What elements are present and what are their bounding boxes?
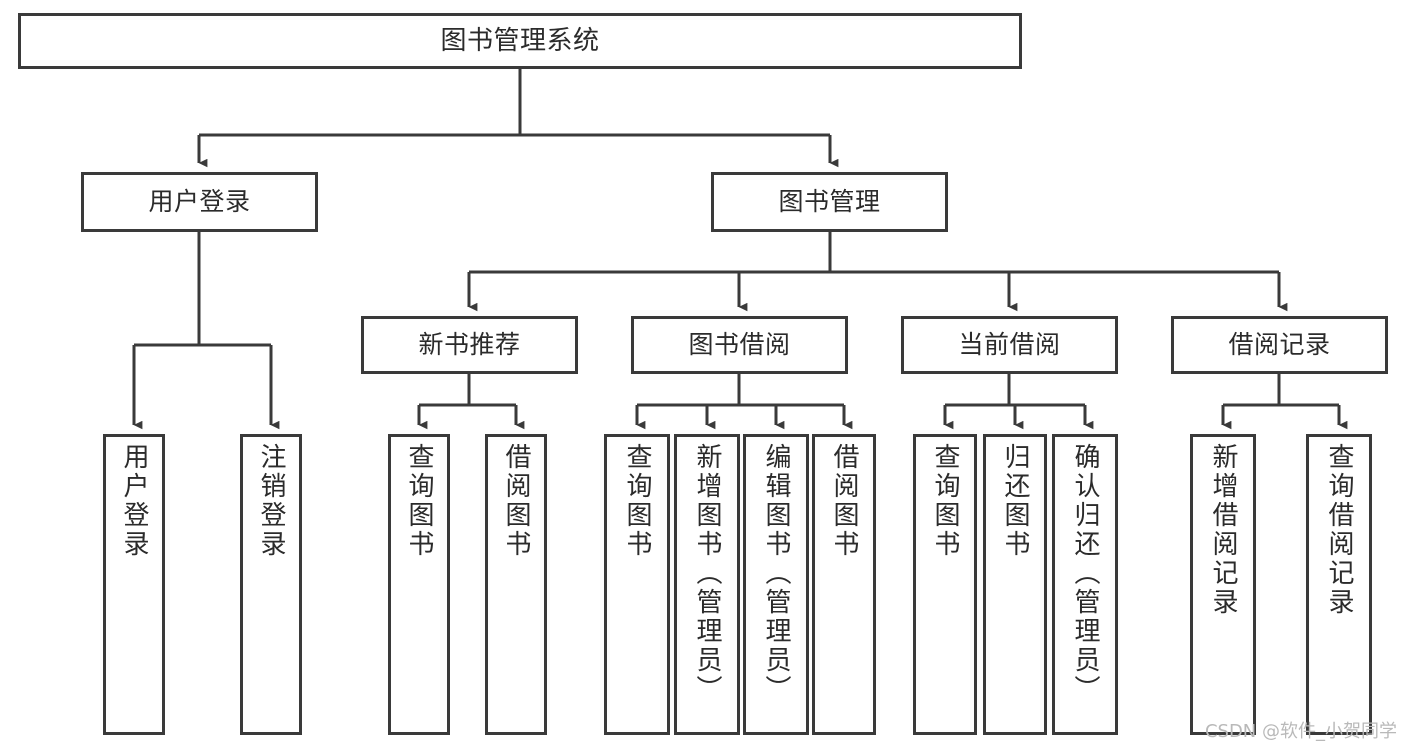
leaf-current-return-book[interactable]: 归还图书 bbox=[983, 434, 1047, 735]
node-borrow-record-label: 借阅记录 bbox=[1228, 330, 1331, 360]
edge-bookmgmt-to-categories bbox=[467, 232, 1288, 312]
leaf-newbook-query-book-label: 查询图书 bbox=[404, 443, 434, 559]
node-book-borrow-label: 图书借阅 bbox=[688, 330, 791, 360]
leaf-borrow-edit-book-label: 编辑图书（管理员） bbox=[761, 443, 791, 704]
node-current-borrow-label: 当前借阅 bbox=[958, 330, 1061, 360]
node-borrow-record[interactable]: 借阅记录 bbox=[1171, 316, 1388, 374]
leaf-current-query-book[interactable]: 查询图书 bbox=[913, 434, 977, 735]
leaf-newbook-query-book[interactable]: 查询图书 bbox=[388, 434, 450, 735]
edge-userlogin-to-leaves bbox=[132, 232, 280, 430]
leaf-record-query-record-label: 查询借阅记录 bbox=[1324, 443, 1354, 617]
node-book-management[interactable]: 图书管理 bbox=[711, 172, 948, 232]
edge-newbook-to-leaves bbox=[417, 374, 525, 430]
leaf-current-return-book-label: 归还图书 bbox=[1000, 443, 1030, 559]
leaf-record-add-record-label: 新增借阅记录 bbox=[1208, 443, 1238, 617]
edge-root-to-level2 bbox=[197, 69, 839, 168]
node-current-borrow[interactable]: 当前借阅 bbox=[901, 316, 1118, 374]
leaf-borrow-add-book[interactable]: 新增图书（管理员） bbox=[674, 434, 740, 735]
watermark: CSDN @软件_小贺同学 bbox=[1204, 721, 1397, 742]
leaf-newbook-borrow-book[interactable]: 借阅图书 bbox=[485, 434, 547, 735]
leaf-current-confirm-return[interactable]: 确认归还（管理员） bbox=[1052, 434, 1118, 735]
leaf-record-add-record[interactable]: 新增借阅记录 bbox=[1190, 434, 1256, 735]
node-new-book-recommend[interactable]: 新书推荐 bbox=[361, 316, 578, 374]
node-root[interactable]: 图书管理系统 bbox=[18, 13, 1022, 69]
leaf-borrow-add-book-label: 新增图书（管理员） bbox=[692, 443, 722, 704]
node-user-login-label: 用户登录 bbox=[148, 187, 251, 217]
node-root-label: 图书管理系统 bbox=[440, 25, 600, 56]
leaf-current-confirm-return-label: 确认归还（管理员） bbox=[1070, 443, 1100, 704]
leaf-borrow-edit-book[interactable]: 编辑图书（管理员） bbox=[743, 434, 809, 735]
leaf-newbook-borrow-book-label: 借阅图书 bbox=[501, 443, 531, 559]
leaf-user-logout-label: 注销登录 bbox=[256, 443, 286, 559]
leaf-current-query-book-label: 查询图书 bbox=[930, 443, 960, 559]
node-book-management-label: 图书管理 bbox=[778, 187, 881, 217]
leaf-user-login[interactable]: 用户登录 bbox=[103, 434, 165, 735]
node-user-login[interactable]: 用户登录 bbox=[81, 172, 318, 232]
edge-record-to-leaves bbox=[1221, 374, 1348, 430]
leaf-borrow-borrow-book-label: 借阅图书 bbox=[829, 443, 859, 559]
node-new-book-recommend-label: 新书推荐 bbox=[418, 330, 521, 360]
leaf-user-logout[interactable]: 注销登录 bbox=[240, 434, 302, 735]
node-book-borrow[interactable]: 图书借阅 bbox=[631, 316, 848, 374]
leaf-borrow-query-book-label: 查询图书 bbox=[622, 443, 652, 559]
leaf-borrow-query-book[interactable]: 查询图书 bbox=[604, 434, 670, 735]
edge-bookborrow-to-leaves bbox=[635, 374, 853, 430]
leaf-borrow-borrow-book[interactable]: 借阅图书 bbox=[812, 434, 876, 735]
leaf-record-query-record[interactable]: 查询借阅记录 bbox=[1306, 434, 1372, 735]
edge-current-to-leaves bbox=[943, 374, 1094, 430]
leaf-user-login-label: 用户登录 bbox=[119, 443, 149, 559]
